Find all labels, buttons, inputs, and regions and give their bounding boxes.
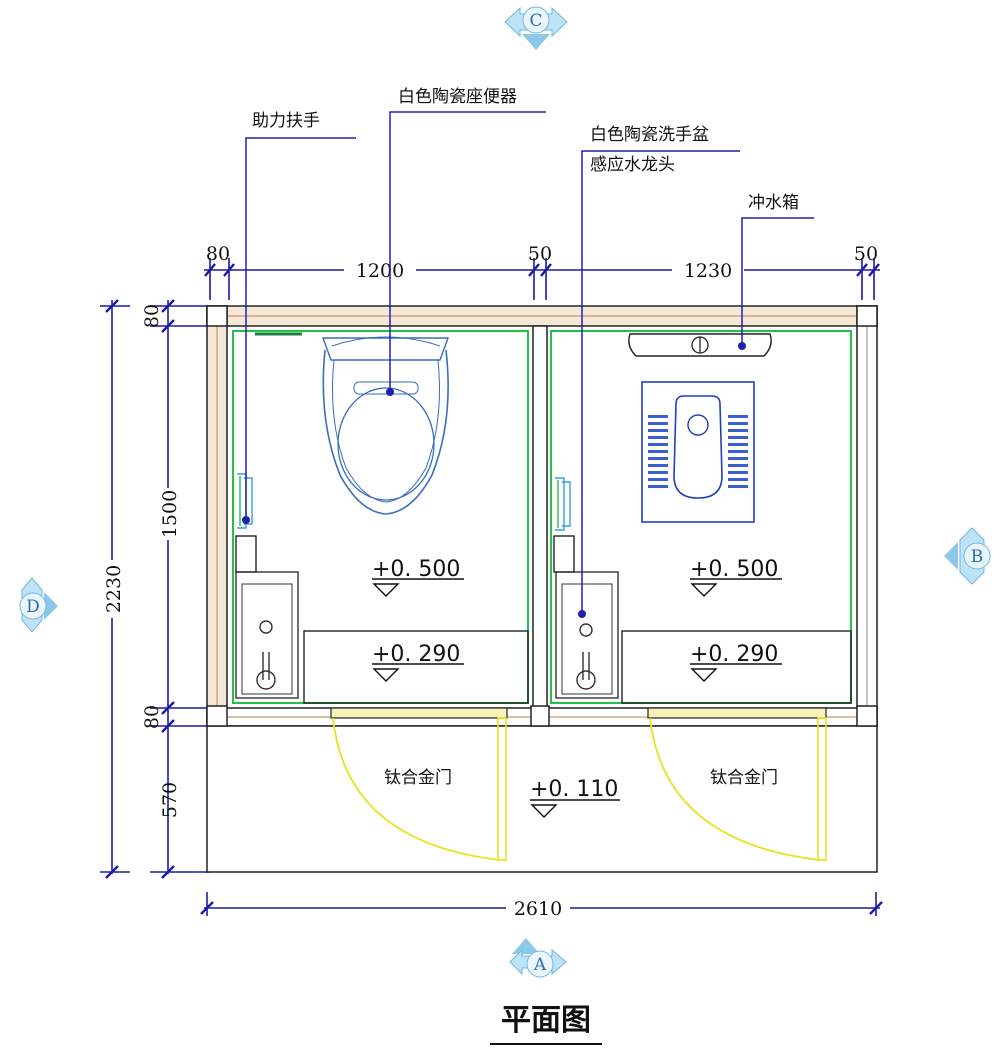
leader-basin: 白色陶瓷洗手盆 感应水龙头 <box>578 125 740 618</box>
dim-top-1200: 1200 <box>356 260 404 282</box>
axis-marker-a: A <box>509 938 567 978</box>
level-marker-left-step: +0. 290 <box>372 642 464 682</box>
right-handrail <box>555 477 571 531</box>
top-dimension <box>204 258 880 300</box>
dim-1230-bg <box>672 258 744 280</box>
dim-left-80-top: 80 <box>141 304 163 328</box>
drawing-title: 平面图 <box>490 1003 602 1045</box>
door-label-left: 钛合金门 <box>384 768 452 788</box>
level-right-floor: +0. 500 <box>690 557 778 582</box>
dim-2230-bg <box>102 560 124 618</box>
level-marker-left-floor: +0. 500 <box>372 557 464 597</box>
leader-handrail: 助力扶手 <box>242 111 356 524</box>
axis-marker-b: B <box>944 527 991 585</box>
right-step-platform <box>621 630 852 704</box>
level-marker-right-floor: +0. 500 <box>690 557 782 597</box>
dim-2610-bg <box>506 896 570 920</box>
dim-bottom-2610: 2610 <box>514 898 562 920</box>
label-handrail: 助力扶手 <box>252 111 320 131</box>
left-washbasin <box>235 571 299 699</box>
axis-label-b: B <box>971 547 984 567</box>
label-toilet: 白色陶瓷座便器 <box>398 87 517 107</box>
right-washbasin <box>555 571 619 699</box>
axis-label-a: A <box>533 955 547 975</box>
level-left-floor: +0. 500 <box>372 557 460 582</box>
dim-left-570: 570 <box>159 782 181 818</box>
dim-top-1230: 1230 <box>684 260 732 282</box>
left-door <box>330 707 508 861</box>
right-dispenser <box>553 535 575 573</box>
dim-top-80: 80 <box>206 243 230 265</box>
dim-left-1500: 1500 <box>159 490 181 538</box>
dim-left-2230: 2230 <box>103 565 125 613</box>
door-label-right: 钛合金门 <box>710 768 778 788</box>
squat-toilet <box>641 381 755 523</box>
label-basin: 白色陶瓷洗手盆 <box>590 125 709 145</box>
axis-marker-d: D <box>19 577 58 633</box>
corner-posts <box>206 305 878 727</box>
dim-top-50-left: 50 <box>528 243 552 265</box>
axis-label-d: D <box>26 597 40 617</box>
leader-toilet: 白色陶瓷座便器 <box>386 87 546 396</box>
title-text: 平面图 <box>501 1003 591 1038</box>
left-dispenser <box>235 535 257 573</box>
axis-marker-c: C <box>504 6 568 50</box>
level-entry: +0. 110 <box>530 777 618 802</box>
left-step-platform <box>303 630 529 704</box>
flush-tank <box>628 333 772 357</box>
level-marker-right-step: +0. 290 <box>690 642 782 682</box>
level-right-step: +0. 290 <box>690 642 778 667</box>
dim-left-80-bottom: 80 <box>141 705 163 729</box>
dim-1200-bg <box>344 258 416 280</box>
right-door <box>647 707 827 861</box>
dim-1500-bg <box>158 488 180 540</box>
level-left-step: +0. 290 <box>372 642 460 667</box>
leader-tank: 冲水箱 <box>738 193 814 350</box>
seated-toilet <box>322 336 449 515</box>
level-marker-entry: +0. 110 <box>530 777 620 818</box>
label-tank: 冲水箱 <box>748 193 799 213</box>
dim-top-50-right: 50 <box>854 243 878 265</box>
axis-label-c: C <box>529 11 542 31</box>
label-faucet: 感应水龙头 <box>590 155 675 175</box>
